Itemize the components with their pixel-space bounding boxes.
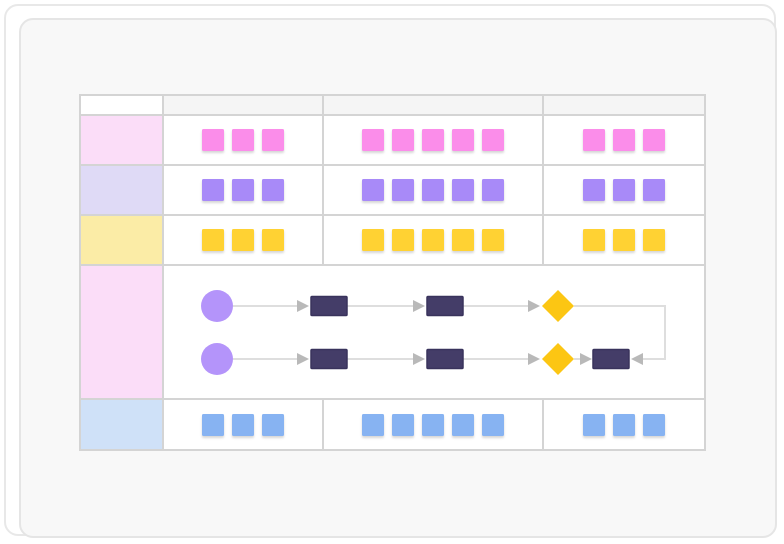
task-rect-node[interactable] <box>426 295 464 317</box>
blue-card[interactable] <box>643 413 665 436</box>
cards-cell <box>324 216 542 264</box>
cards-cell <box>164 166 322 214</box>
blue-card[interactable] <box>613 413 635 436</box>
decision-diamond-node[interactable] <box>542 343 574 375</box>
row-label-flowchart <box>81 266 162 398</box>
blue-card[interactable] <box>583 413 605 436</box>
cards-cell <box>544 216 704 264</box>
start-circle-node[interactable] <box>201 290 233 322</box>
blue-card[interactable] <box>392 413 414 436</box>
pink-card[interactable] <box>362 129 384 151</box>
purple-card[interactable] <box>262 179 284 201</box>
yellow-card[interactable] <box>362 229 384 251</box>
header-column-3 <box>544 96 704 114</box>
cards-cell <box>544 166 704 214</box>
flowchart-cell <box>164 266 704 398</box>
pink-card[interactable] <box>262 129 284 151</box>
pink-card[interactable] <box>482 129 504 151</box>
yellow-card[interactable] <box>583 229 605 251</box>
purple-card[interactable] <box>422 179 444 201</box>
loop-connector-arrow <box>574 305 666 365</box>
row-label-blue <box>81 400 162 449</box>
pink-card[interactable] <box>452 129 474 151</box>
row-label-purple <box>81 166 162 214</box>
yellow-card[interactable] <box>482 229 504 251</box>
blue-card[interactable] <box>232 413 254 436</box>
blue-card[interactable] <box>482 413 504 436</box>
cards-cell <box>164 216 322 264</box>
purple-card[interactable] <box>452 179 474 201</box>
blue-card[interactable] <box>202 413 224 436</box>
header-column-2 <box>324 96 542 114</box>
yellow-card[interactable] <box>643 229 665 251</box>
pink-card[interactable] <box>422 129 444 151</box>
purple-card[interactable] <box>482 179 504 201</box>
row-label-pink <box>81 116 162 164</box>
cards-cell <box>544 400 704 449</box>
cards-cell <box>324 400 542 449</box>
end-task-rect-node[interactable] <box>592 348 630 370</box>
task-rect-node[interactable] <box>310 295 348 317</box>
cards-cell <box>164 400 322 449</box>
blue-card[interactable] <box>262 413 284 436</box>
blue-card[interactable] <box>422 413 444 436</box>
yellow-card[interactable] <box>392 229 414 251</box>
pink-card[interactable] <box>392 129 414 151</box>
yellow-card[interactable] <box>422 229 444 251</box>
task-rect-node[interactable] <box>426 348 464 370</box>
blue-card[interactable] <box>362 413 384 436</box>
blue-card[interactable] <box>452 413 474 436</box>
cards-cell <box>324 166 542 214</box>
yellow-card[interactable] <box>452 229 474 251</box>
yellow-card[interactable] <box>613 229 635 251</box>
cards-cell <box>544 116 704 164</box>
yellow-card[interactable] <box>232 229 254 251</box>
purple-card[interactable] <box>202 179 224 201</box>
pink-card[interactable] <box>643 129 665 151</box>
cards-cell <box>164 116 322 164</box>
start-circle-node[interactable] <box>201 343 233 375</box>
row-label-yellow <box>81 216 162 264</box>
yellow-card[interactable] <box>262 229 284 251</box>
purple-card[interactable] <box>362 179 384 201</box>
yellow-card[interactable] <box>202 229 224 251</box>
decision-diamond-node[interactable] <box>542 290 574 322</box>
pink-card[interactable] <box>613 129 635 151</box>
header-corner-cell <box>81 96 162 114</box>
purple-card[interactable] <box>613 179 635 201</box>
purple-card[interactable] <box>583 179 605 201</box>
pink-card[interactable] <box>232 129 254 151</box>
header-column-1 <box>164 96 322 114</box>
cards-cell <box>324 116 542 164</box>
purple-card[interactable] <box>392 179 414 201</box>
task-rect-node[interactable] <box>310 348 348 370</box>
pink-card[interactable] <box>202 129 224 151</box>
swimlane-table <box>79 94 706 451</box>
purple-card[interactable] <box>643 179 665 201</box>
purple-card[interactable] <box>232 179 254 201</box>
pink-card[interactable] <box>583 129 605 151</box>
flowchart-canvas <box>201 290 666 375</box>
